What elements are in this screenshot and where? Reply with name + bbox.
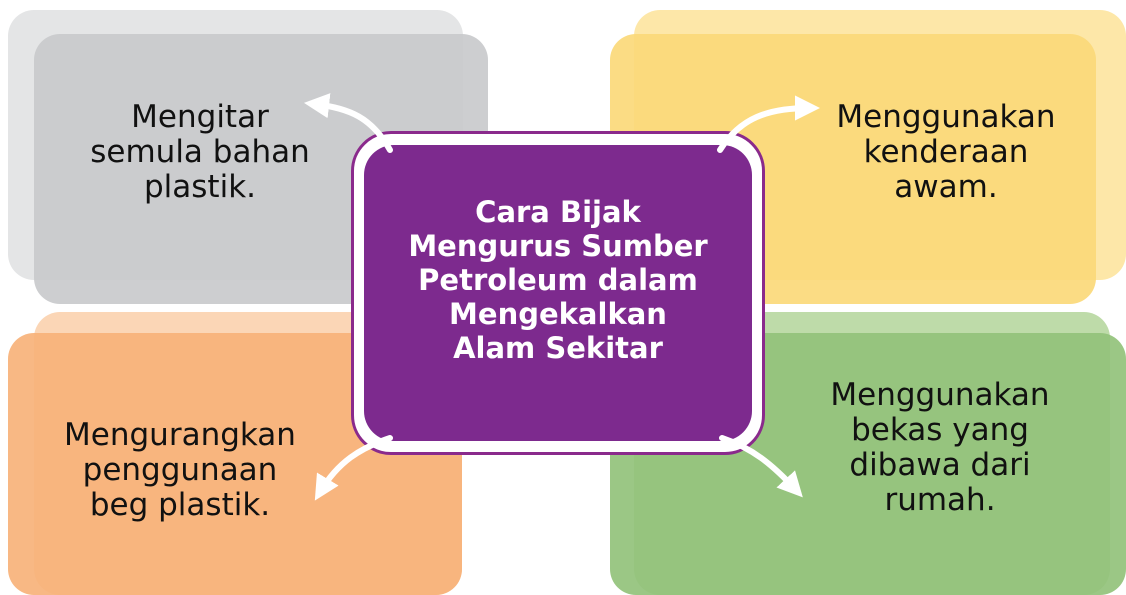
arrow-bottom-right-icon	[719, 435, 803, 498]
text-bottom-left-line-3: beg plastik.	[89, 487, 271, 523]
text-top-right-line-3: awam.	[894, 169, 998, 205]
text-bottom-left-line-1: Mengurangkan	[64, 417, 296, 453]
text-bottom-right-line-3: dibawa dari	[849, 447, 1031, 483]
center-title-line-1: Cara Bijak	[475, 195, 641, 229]
text-top-right-line-1: Menggunakan	[836, 99, 1056, 135]
text-top-left-line-2: semula bahan	[90, 134, 310, 170]
text-bottom-left-line-2: penggunaan	[82, 452, 278, 488]
text-top-left: Mengitar semula bahan plastik.	[40, 100, 360, 205]
text-top-left-line-3: plastik.	[143, 169, 256, 205]
center-title-line-5: Alam Sekitar	[453, 331, 663, 365]
text-top-right: Menggunakan kenderaan awam.	[786, 100, 1106, 205]
center-title-line-4: Mengekalkan	[449, 297, 667, 331]
text-bottom-right-line-1: Menggunakan	[830, 377, 1050, 413]
text-bottom-right: Menggunakan bekas yang dibawa dari rumah…	[780, 378, 1100, 518]
text-top-right-line-2: kenderaan	[863, 134, 1029, 170]
arrow-top-right-icon	[717, 95, 821, 153]
arrow-bottom-left-icon	[314, 435, 393, 501]
arrow-top-left-icon	[303, 93, 393, 153]
text-top-left-line-1: Mengitar	[131, 99, 269, 135]
center-title: Cara Bijak Mengurus Sumber Petroleum dal…	[364, 195, 752, 365]
text-bottom-right-line-4: rumah.	[884, 482, 996, 518]
center-title-line-3: Petroleum dalam	[418, 263, 698, 297]
center-box	[364, 145, 752, 441]
center-title-line-2: Mengurus Sumber	[408, 229, 708, 263]
text-bottom-right-line-2: bekas yang	[851, 412, 1029, 448]
text-bottom-left: Mengurangkan penggunaan beg plastik.	[10, 418, 350, 523]
